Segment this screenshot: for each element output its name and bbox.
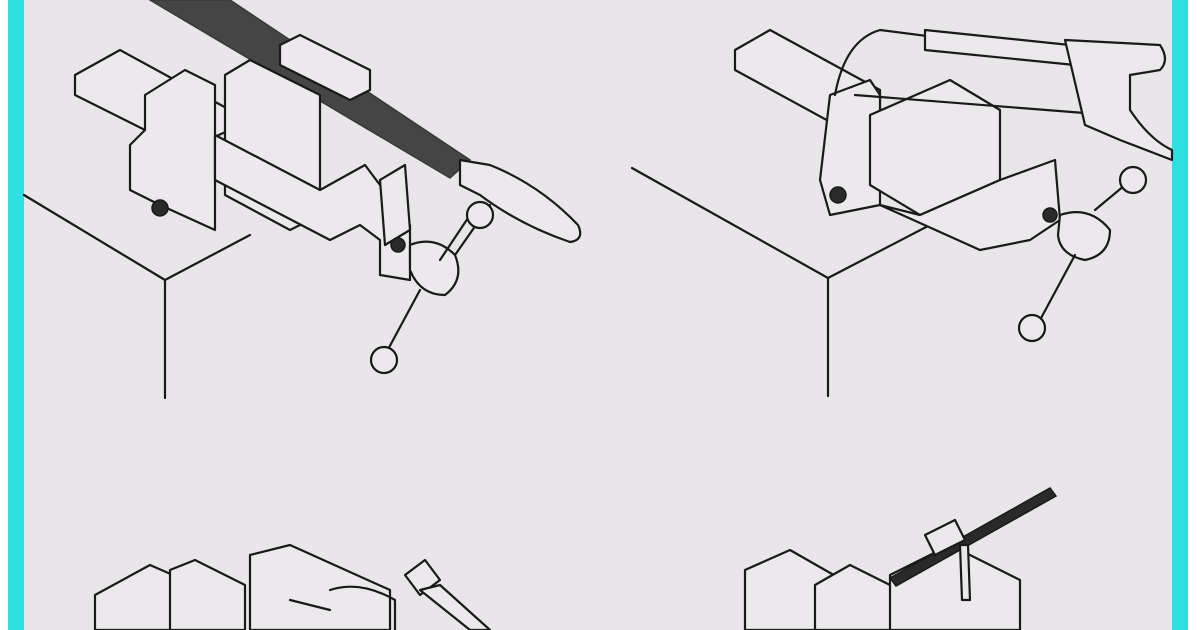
right-cyan-border: [1172, 0, 1188, 630]
left-margin: [0, 0, 8, 630]
bench-vise-filing-icon: [22, 0, 582, 400]
left-cyan-border: [8, 0, 24, 630]
bench-vise-tap-wrench-icon: [743, 487, 1058, 630]
bench-vise-hacksaw-icon: [630, 28, 1174, 398]
right-margin: [1188, 0, 1200, 630]
bench-vise-chisel-hammer-icon: [93, 543, 492, 630]
